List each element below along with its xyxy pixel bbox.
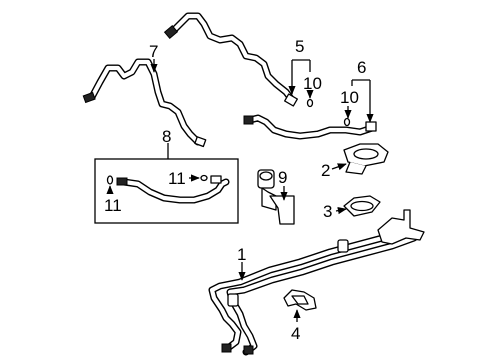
o-ring-11-right[interactable] [200, 174, 208, 182]
callout-5: 5 [295, 37, 304, 56]
o-ring-10-right[interactable] [343, 117, 351, 127]
stabilizer-bar-1[interactable] [208, 209, 425, 356]
callout-10-right: 10 [340, 88, 359, 107]
bracket-4[interactable] [283, 289, 317, 311]
callout-11-left: 11 [104, 196, 122, 215]
cooler-line-7[interactable] [82, 58, 207, 148]
callout-11-right: 11 [168, 169, 186, 188]
callout-2: 2 [321, 161, 330, 180]
callout-8: 8 [162, 127, 171, 146]
bracket-2[interactable] [343, 143, 389, 175]
o-ring-10-left[interactable] [306, 98, 314, 108]
callout-1: 1 [237, 245, 246, 264]
callout-7: 7 [149, 42, 158, 61]
insulator-3[interactable] [343, 195, 381, 217]
bracket-9[interactable] [257, 169, 295, 225]
callout-10-left: 10 [303, 74, 322, 93]
o-ring-11-left[interactable] [106, 175, 114, 185]
callout-leaders [106, 59, 374, 322]
callout-9: 9 [278, 168, 287, 187]
cooler-line-6[interactable] [243, 114, 377, 140]
callout-3: 3 [323, 202, 332, 221]
cooler-line-5[interactable] [163, 12, 298, 107]
part-8-box [94, 158, 239, 224]
cooler-line-8[interactable] [116, 175, 230, 204]
callout-4: 4 [291, 324, 300, 343]
callout-6: 6 [357, 58, 366, 77]
